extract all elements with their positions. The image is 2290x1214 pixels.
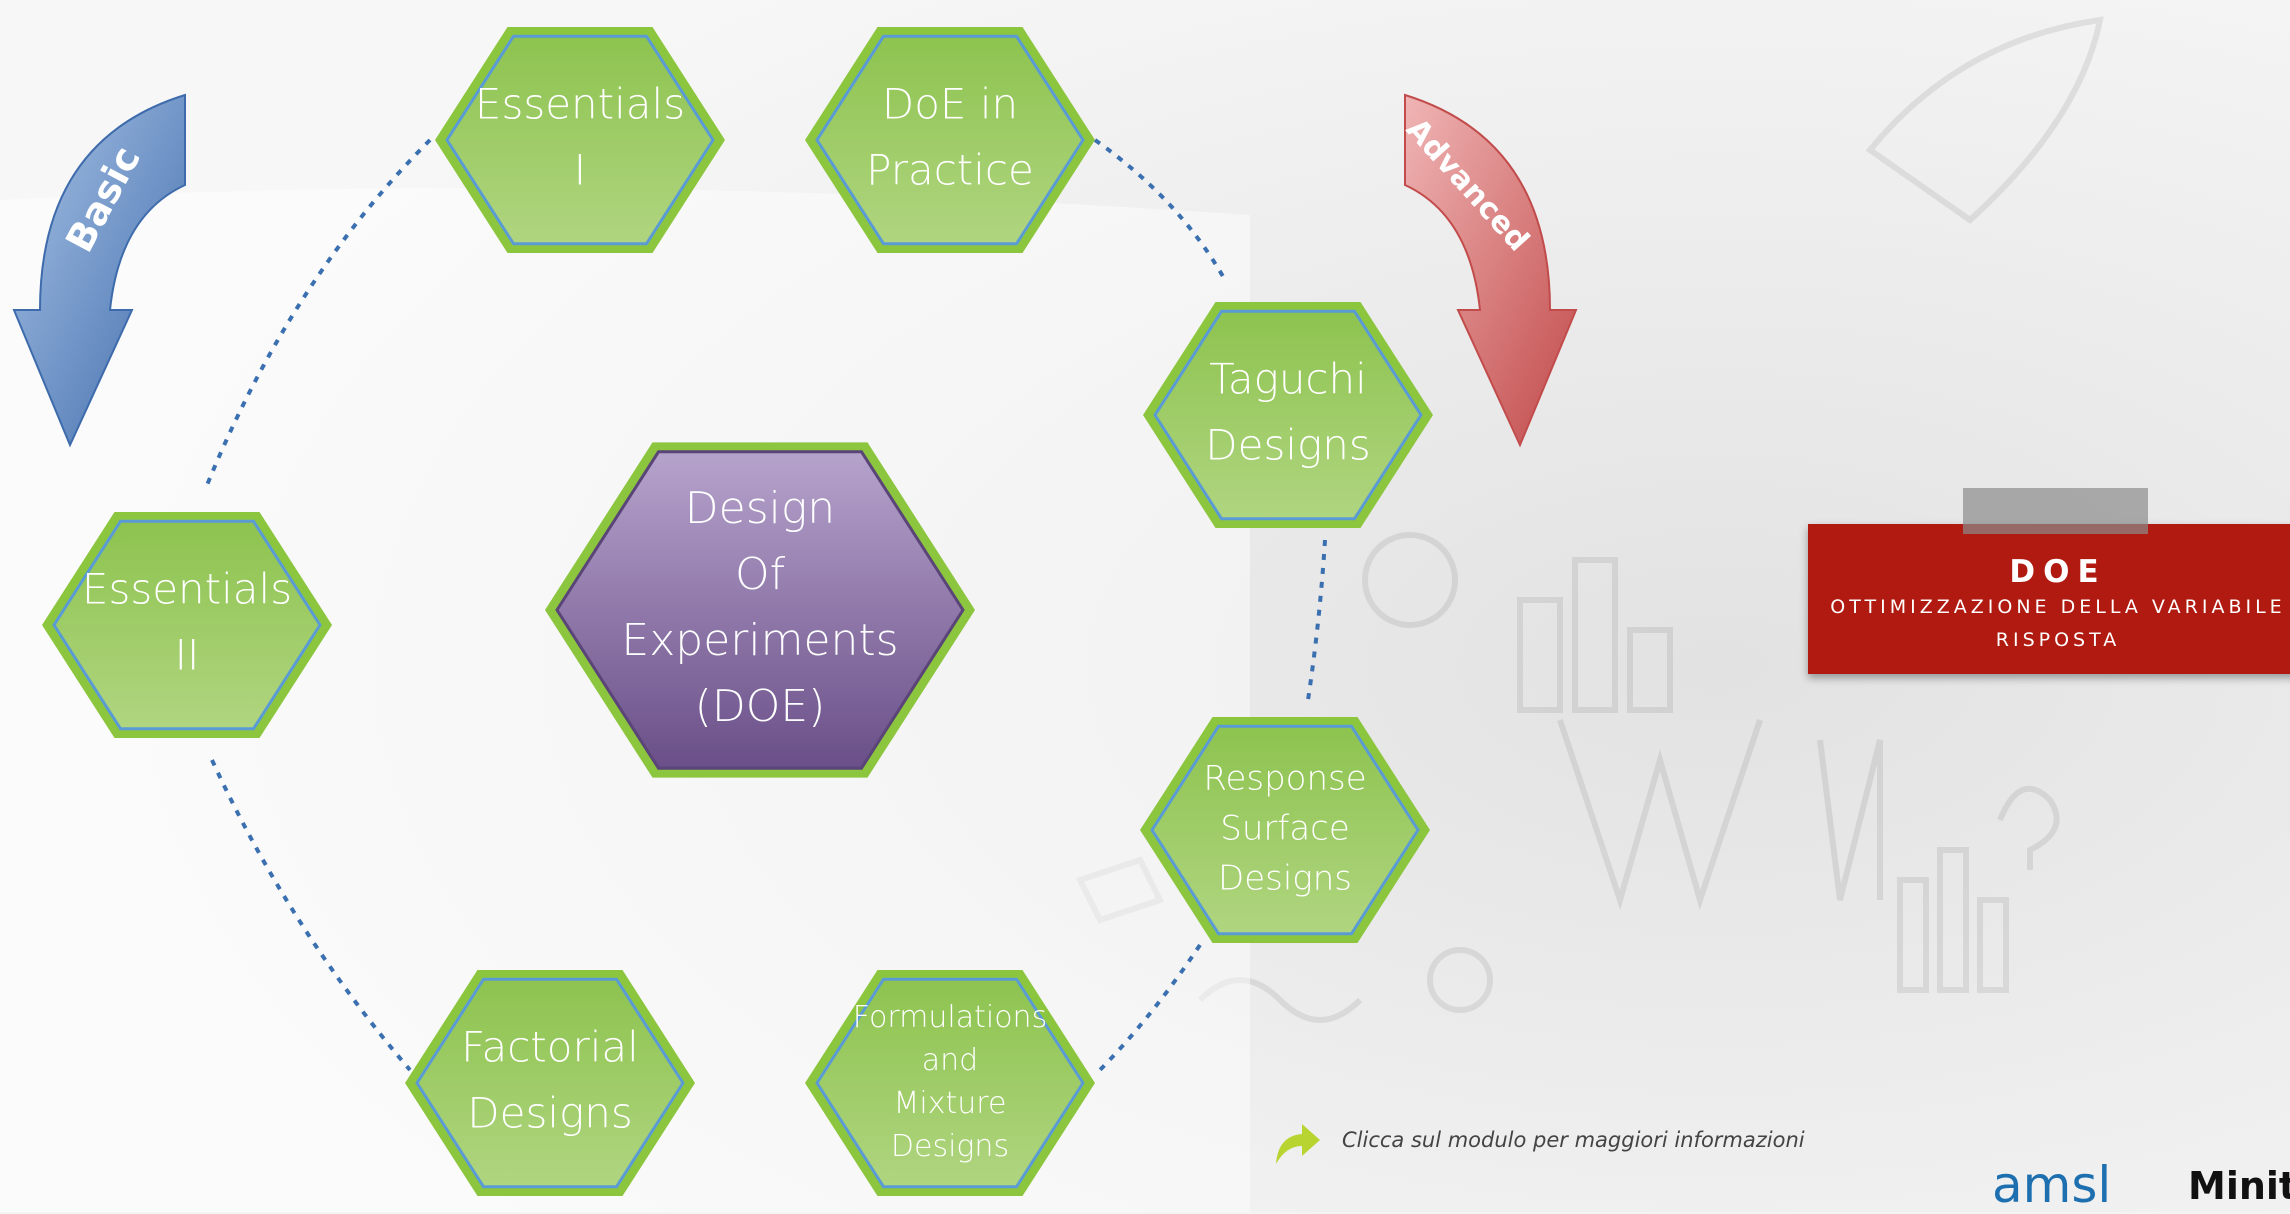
- module-essentials-1-hexagon-label-line: Essentials: [475, 80, 685, 129]
- center-doe-hexagon-label-line: Design: [685, 483, 835, 534]
- module-formulations-hexagon-fill: [815, 977, 1085, 1189]
- module-factorial-hexagon-fill: [415, 977, 685, 1189]
- module-doe-in-practice-hexagon-label-line: Practice: [866, 146, 1034, 195]
- center-doe-hexagon-label-line: Experiments: [621, 615, 898, 666]
- background-doodles: [1075, 16, 2104, 1023]
- minitab-logo: Minit: [2188, 1164, 2290, 1208]
- center-doe-hexagon-label-line: (DOE): [695, 681, 826, 732]
- module-factorial-hexagon-label-line: Factorial: [461, 1023, 639, 1072]
- module-taguchi-hexagon-label-line: Taguchi: [1209, 355, 1367, 404]
- module-formulations-hexagon-label-line: Formulations: [853, 1000, 1047, 1035]
- module-doe-in-practice-hexagon[interactable]: DoE in Practice: [805, 27, 1095, 253]
- banner-title: DOE: [2009, 554, 2107, 590]
- module-response-surface-hexagon-label-line: Response: [1203, 759, 1366, 799]
- basic-arrow-icon: Basic: [12, 93, 186, 448]
- module-taguchi-hexagon-label-line: Designs: [1205, 421, 1370, 470]
- module-formulations-hexagon-label-line: Mixture: [894, 1086, 1007, 1121]
- module-factorial-hexagon-label-line: Designs: [467, 1089, 632, 1138]
- module-essentials-1-hexagon-fill: [445, 34, 715, 246]
- amsl-logo: amsl: [1992, 1156, 2112, 1214]
- module-formulations-hexagon-label-line: Designs: [891, 1129, 1009, 1164]
- module-essentials-2-hexagon-label-line: II: [175, 631, 200, 680]
- banner-subtitle-line2: RISPOSTA: [1995, 629, 2121, 651]
- module-essentials-1-hexagon-label-line: I: [574, 146, 586, 195]
- module-doe-in-practice-hexagon-fill: [815, 34, 1085, 246]
- module-essentials-2-hexagon-label-line: Essentials: [82, 565, 292, 614]
- module-response-surface-hexagon-label-line: Designs: [1218, 859, 1352, 899]
- banner-tape: [1963, 488, 2148, 534]
- module-response-surface-hexagon-fill: [1150, 724, 1420, 936]
- doe-banner: DOE OTTIMIZZAZIONE DELLA VARIABILE RISPO…: [1808, 488, 2290, 674]
- module-essentials-2-hexagon-fill: [52, 519, 322, 731]
- module-doe-in-practice-hexagon-label-line: DoE in: [882, 80, 1018, 129]
- banner-subtitle-line1: OTTIMIZZAZIONE DELLA VARIABILE: [1830, 596, 2286, 618]
- module-taguchi-hexagon-fill: [1153, 309, 1423, 521]
- center-doe-hexagon-label-line: Of: [735, 549, 786, 600]
- hint-arrow-icon: [1276, 1124, 1320, 1164]
- center-doe-hexagon-fill: [555, 450, 965, 770]
- module-formulations-hexagon-label-line: and: [922, 1043, 978, 1078]
- hint-text: Clicca sul modulo per maggiori informazi…: [1342, 1128, 1805, 1152]
- module-response-surface-hexagon-label-line: Surface: [1220, 809, 1350, 849]
- connector-lines: [203, 138, 1327, 1077]
